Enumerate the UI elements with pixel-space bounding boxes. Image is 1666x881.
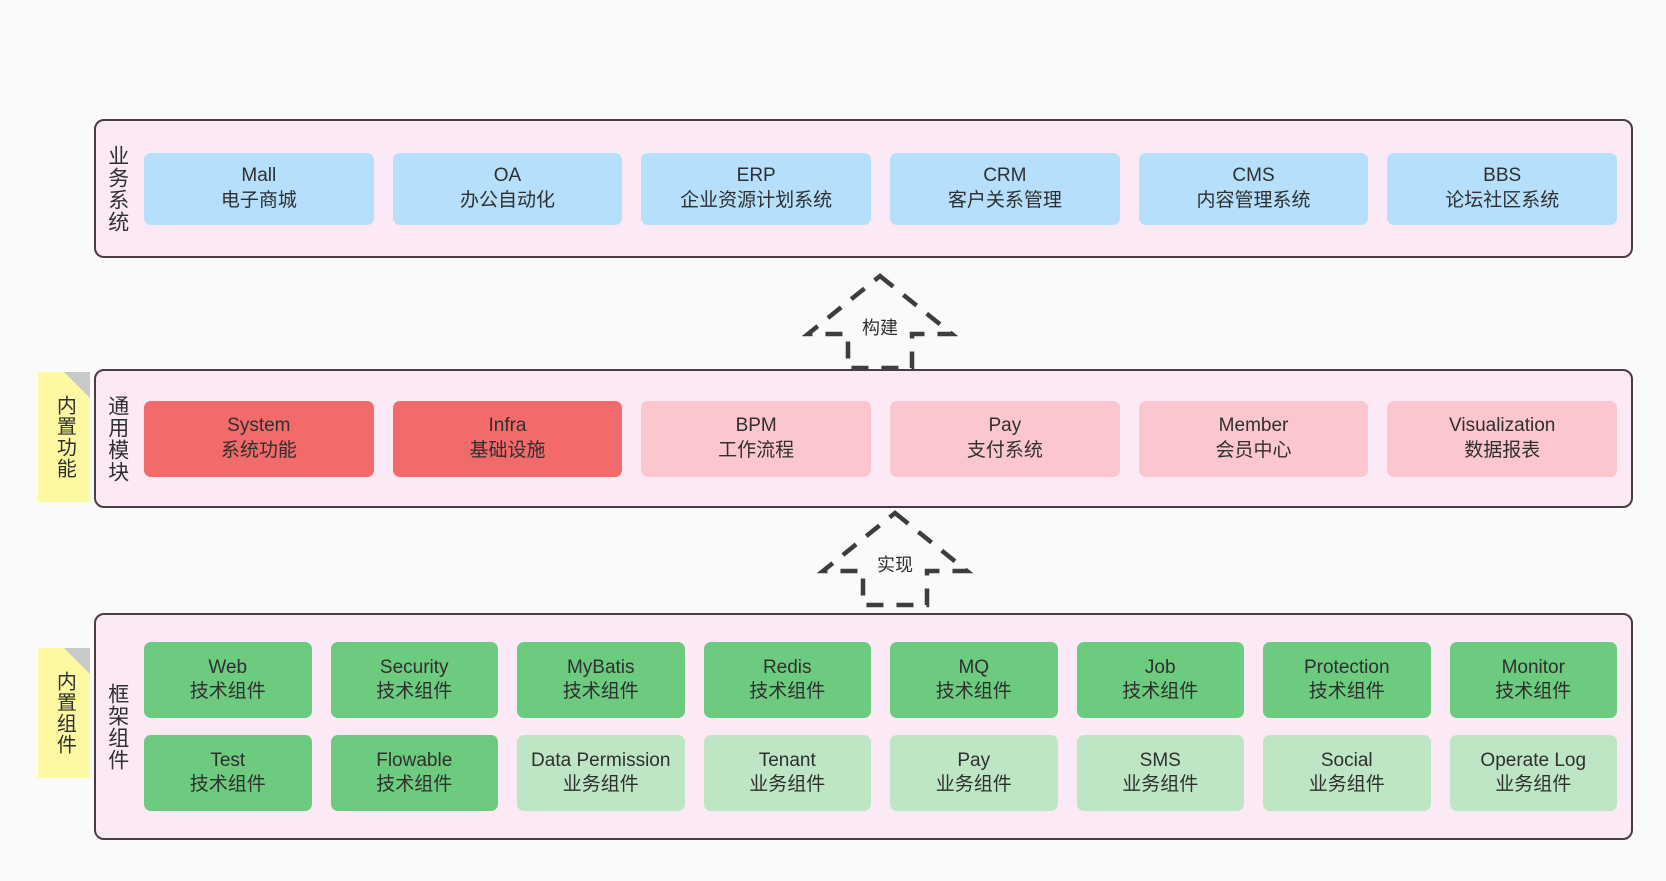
sticky-note-builtin-components-label: 内置组件 [53, 671, 76, 755]
node-operate-log[interactable]: Operate Log 业务组件 [1449, 735, 1617, 811]
layer-title-framework: 框架组件 [105, 682, 129, 771]
node-social[interactable]: Social 业务组件 [1263, 735, 1431, 811]
node-visualization[interactable]: Visualization 数据报表 [1387, 400, 1618, 477]
node-test[interactable]: Test 技术组件 [144, 735, 312, 811]
node-infra[interactable]: Infra 基础设施 [392, 400, 623, 477]
node-data-permission[interactable]: Data Permission 业务组件 [517, 735, 685, 811]
node-oa[interactable]: OA 办公自动化 [392, 152, 623, 225]
dashed-hollow-arrow-up-icon [816, 510, 974, 608]
node-erp[interactable]: ERP 企业资源计划系统 [641, 152, 872, 225]
node-job[interactable]: Job 技术组件 [1076, 642, 1244, 718]
node-crm[interactable]: CRM 客户关系管理 [890, 152, 1120, 225]
node-mall[interactable]: Mall 电子商城 [144, 152, 374, 225]
connector-implement: 实现 [815, 509, 975, 608]
node-system[interactable]: System 系统功能 [144, 400, 374, 477]
node-redis[interactable]: Redis 技术组件 [703, 642, 871, 718]
node-mybatis[interactable]: MyBatis 技术组件 [517, 642, 685, 718]
row-framework-technical: Web 技术组件 Security 技术组件 MyBatis 技术组件 Redi… [144, 642, 1617, 718]
node-member[interactable]: Member 会员中心 [1138, 400, 1369, 477]
node-flowable[interactable]: Flowable 技术组件 [330, 735, 498, 811]
layer-title-modules: 通用模块 [105, 394, 129, 483]
node-sms[interactable]: SMS 业务组件 [1076, 735, 1244, 811]
node-security[interactable]: Security 技术组件 [330, 642, 498, 718]
sticky-note-builtin-functions-label: 内置功能 [53, 395, 76, 479]
layer-framework-components: 框架组件 Web 技术组件 Security 技术组件 MyBatis 技术组件… [94, 613, 1633, 840]
node-web[interactable]: Web 技术组件 [144, 642, 312, 718]
layer-body-modules: System 系统功能 Infra 基础设施 BPM 工作流程 Pay 支付系统… [138, 371, 1631, 506]
connector-build-label: 构建 [862, 318, 898, 338]
layer-body-business: Mall 电子商城 OA 办公自动化 ERP 企业资源计划系统 CRM 客户关系… [138, 121, 1631, 256]
layer-common-modules: 通用模块 System 系统功能 Infra 基础设施 BPM 工作流程 Pay… [94, 369, 1633, 508]
node-pay[interactable]: Pay 支付系统 [890, 400, 1120, 477]
sticky-note-builtin-components: 内置组件 [38, 648, 90, 778]
connector-build: 构建 [800, 272, 960, 371]
node-protection[interactable]: Protection 技术组件 [1263, 642, 1431, 718]
node-mq[interactable]: MQ 技术组件 [890, 642, 1058, 718]
node-bpm[interactable]: BPM 工作流程 [641, 400, 872, 477]
row-modules: System 系统功能 Infra 基础设施 BPM 工作流程 Pay 支付系统… [144, 400, 1618, 477]
connector-implement-label: 实现 [877, 555, 913, 575]
row-business: Mall 电子商城 OA 办公自动化 ERP 企业资源计划系统 CRM 客户关系… [144, 152, 1618, 225]
node-tenant[interactable]: Tenant 业务组件 [703, 735, 871, 811]
layer-body-framework: Web 技术组件 Security 技术组件 MyBatis 技术组件 Redi… [138, 615, 1631, 838]
dashed-hollow-arrow-up-icon [801, 273, 959, 371]
row-framework-business: Test 技术组件 Flowable 技术组件 Data Permission … [144, 735, 1617, 811]
sticky-fold-corner-icon [64, 648, 90, 674]
node-monitor[interactable]: Monitor 技术组件 [1449, 642, 1617, 718]
node-bbs[interactable]: BBS 论坛社区系统 [1387, 152, 1618, 225]
sticky-fold-corner-icon [64, 372, 90, 398]
sticky-note-builtin-functions: 内置功能 [38, 372, 90, 502]
node-pay-business[interactable]: Pay 业务组件 [890, 735, 1058, 811]
layer-business-systems: 业务系统 Mall 电子商城 OA 办公自动化 ERP 企业资源计划系统 CRM… [94, 119, 1633, 258]
layer-title-business: 业务系统 [105, 144, 129, 233]
node-cms[interactable]: CMS 内容管理系统 [1138, 152, 1369, 225]
